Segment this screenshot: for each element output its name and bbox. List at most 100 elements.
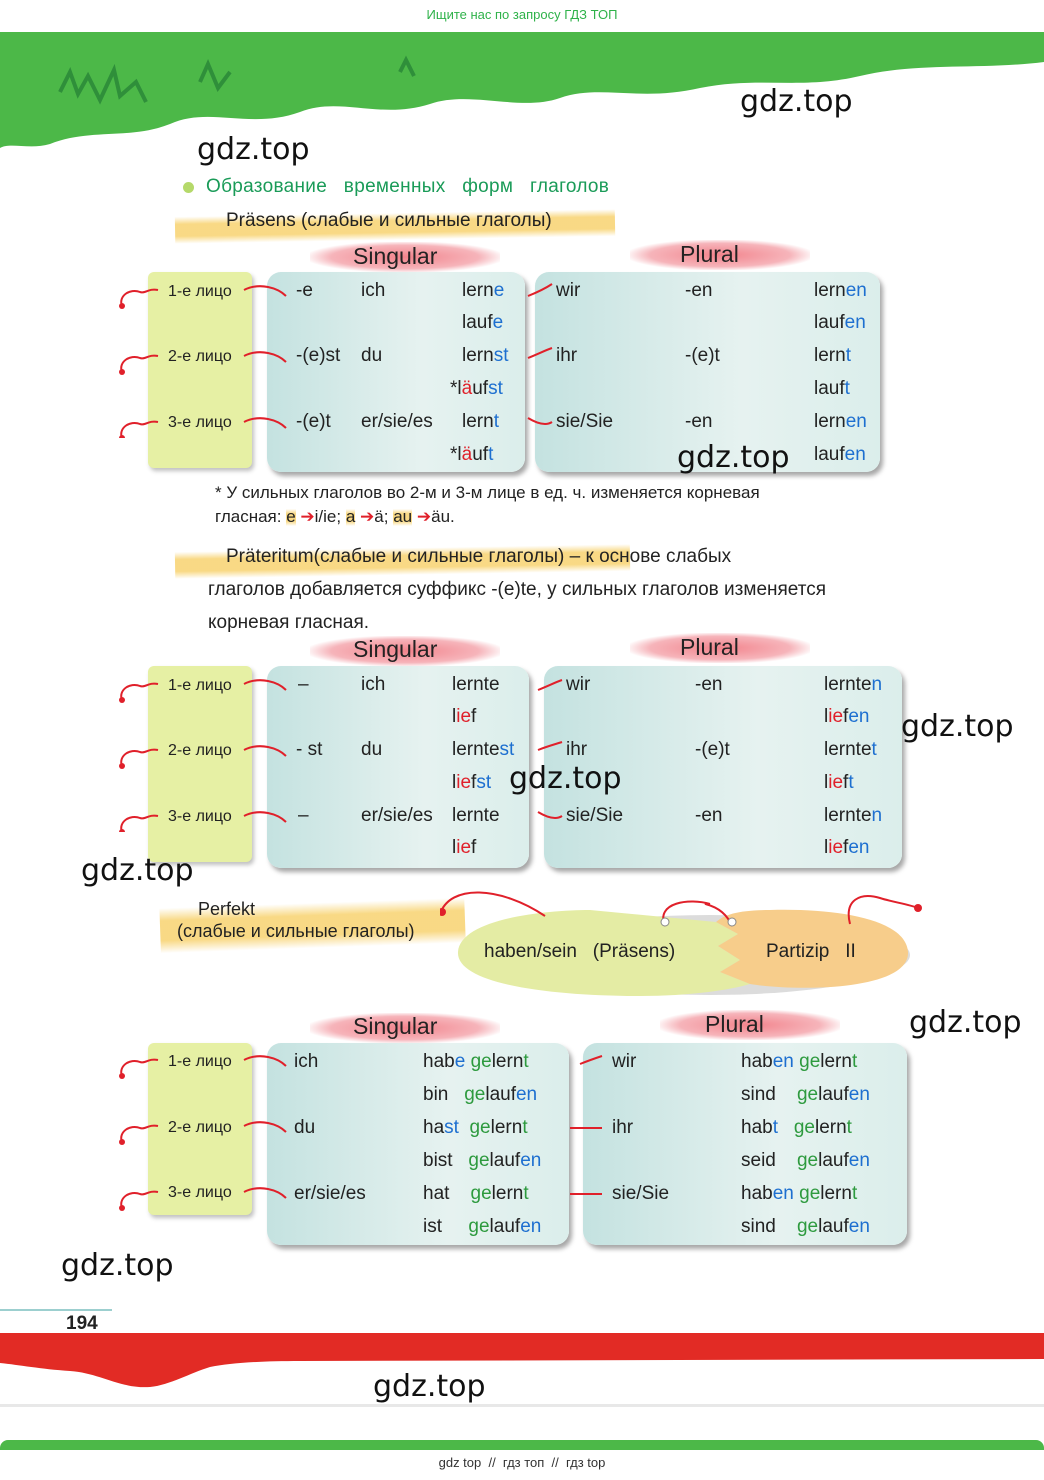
singular-header: Singular: [353, 1013, 438, 1039]
praeteritum-desc-line3: корневая гласная.: [208, 612, 370, 633]
ending-sg-1: –: [298, 674, 309, 695]
verb-form: lernen: [814, 411, 867, 432]
watermark: gdz.top: [373, 1369, 486, 1404]
verb-form: lief: [452, 706, 477, 727]
verb-form: sind gelaufen: [741, 1216, 870, 1237]
section-title: Образование временных форм глаголов: [206, 176, 610, 197]
ending-sg-2: -(e)st: [296, 345, 341, 366]
singular-table: [267, 666, 529, 868]
watermark: gdz.top: [909, 1005, 1022, 1040]
ending-sg-3: -(e)t: [296, 411, 331, 432]
singular-header: Singular: [353, 636, 438, 662]
plural-brush: [630, 240, 810, 270]
person-column: [148, 666, 252, 862]
verb-form: liefen: [824, 706, 870, 727]
connector-lines: [119, 1055, 603, 1211]
verb-form: sind gelaufen: [741, 1084, 870, 1105]
verb-form: haben gelernt: [741, 1183, 858, 1204]
person-label-3: 3-е лицо: [168, 1184, 232, 1201]
praeteritum-title-line: Präteritum(слабые и сильные глаголы) – к…: [226, 546, 732, 567]
ending-pl-2: -(e)t: [685, 345, 720, 366]
pronoun-pl-3: sie/Sie: [612, 1183, 670, 1204]
bottom-green-band: [0, 1440, 1044, 1450]
watermark: gdz.top: [61, 1248, 174, 1283]
bullet-dot: [183, 182, 194, 193]
verb-form: hast gelernt: [423, 1117, 528, 1138]
verb-form: *läuft: [450, 444, 494, 465]
connector-lines: [119, 283, 553, 438]
pronoun-sg-2: du: [361, 345, 383, 366]
plural-table: [535, 272, 880, 472]
ending-pl-1: -en: [685, 280, 713, 301]
verb-form: lernst: [462, 345, 509, 366]
ending-pl-3: -en: [685, 411, 713, 432]
watermark: gdz.top: [81, 853, 194, 888]
connector-lines: [119, 679, 563, 832]
verb-form: laufe: [462, 312, 504, 333]
page-number: 194: [66, 1313, 98, 1334]
singular-brush: [310, 1013, 500, 1043]
person-label-2: 2-е лицо: [168, 1119, 232, 1136]
watermark: gdz.top: [197, 132, 310, 167]
pronoun-pl-3: sie/Sie: [556, 411, 614, 432]
pronoun-pl-1: wir: [556, 280, 581, 301]
pronoun-pl-3: sie/Sie: [566, 805, 624, 826]
pronoun-pl-2: ihr: [566, 739, 588, 760]
pronoun-pl-2: ihr: [556, 345, 578, 366]
plural-header: Plural: [680, 241, 739, 267]
verb-form: bin gelaufen: [423, 1084, 538, 1105]
ending-pl-3: -en: [695, 805, 723, 826]
plural-brush: [630, 633, 810, 663]
ending-pl-1: -en: [695, 674, 723, 695]
verb-form: habe gelernt: [423, 1051, 529, 1072]
praesens-note-line1: * У сильных глаголов во 2-м и 3-м лице в…: [215, 483, 760, 502]
ending-sg-3: –: [298, 805, 309, 826]
ending-sg-2: - st: [296, 739, 323, 760]
person-label-3: 3-е лицо: [168, 414, 232, 431]
verb-form: haben gelernt: [741, 1051, 858, 1072]
perfekt-part-participle: Partizip II: [766, 941, 856, 962]
ending-pl-2: -(e)t: [695, 739, 730, 760]
verb-form: lerne: [462, 280, 505, 301]
verb-form: lernten: [824, 805, 883, 826]
singular-brush: [310, 636, 500, 666]
verb-form: ist gelaufen: [423, 1216, 542, 1237]
perfekt-part-auxiliary: haben/sein (Präsens): [484, 941, 676, 962]
bottom-note: gdz top // гдз топ // гдз top: [438, 1455, 606, 1470]
verb-form: habt gelernt: [741, 1117, 852, 1138]
perfekt-formula-shapes: [440, 891, 922, 996]
pronoun-sg-3: er/sie/es: [294, 1183, 366, 1204]
plural-header: Plural: [680, 634, 739, 660]
pronoun-pl-1: wir: [612, 1051, 637, 1072]
verb-form: *läufst: [450, 378, 503, 399]
pronoun-sg-3: er/sie/es: [361, 805, 433, 826]
watermark: gdz.top: [740, 84, 853, 119]
plural-brush: [660, 1010, 840, 1040]
verb-form: liefen: [824, 837, 870, 858]
praesens-note-line2: гласная: e ➔i/ie; a ➔ä; au ➔äu.: [215, 507, 455, 526]
verb-form: lernen: [814, 280, 867, 301]
singular-header: Singular: [353, 243, 438, 269]
perfekt-title-line1: Perfekt: [198, 899, 256, 919]
page-edge: [0, 1404, 1044, 1407]
verb-form: liefst: [452, 772, 492, 793]
verb-form: lernt: [462, 411, 499, 432]
pronoun-pl-1: wir: [566, 674, 591, 695]
footer-red-band: [0, 1333, 1044, 1388]
watermark: gdz.top: [677, 440, 790, 475]
verb-form: lief: [452, 837, 477, 858]
singular-brush: [310, 242, 500, 272]
person-label-1: 1-е лицо: [168, 283, 232, 300]
praesens-title: Präsens (слабые и сильные глаголы): [226, 210, 552, 231]
verb-form: lieft: [824, 772, 854, 793]
verb-form: laufen: [814, 312, 866, 333]
pronoun-sg-1: ich: [361, 674, 386, 695]
verb-form: laufen: [814, 444, 866, 465]
verb-form: hat gelernt: [423, 1183, 529, 1204]
verb-form: lerntest: [452, 739, 515, 760]
verb-form: lerntet: [824, 739, 877, 760]
top-note: Ищите нас по запросу ГДЗ ТОП: [426, 7, 618, 22]
person-label-1: 1-е лицо: [168, 677, 232, 694]
verb-form: bist gelaufen: [423, 1150, 542, 1171]
singular-table: [267, 1043, 569, 1245]
